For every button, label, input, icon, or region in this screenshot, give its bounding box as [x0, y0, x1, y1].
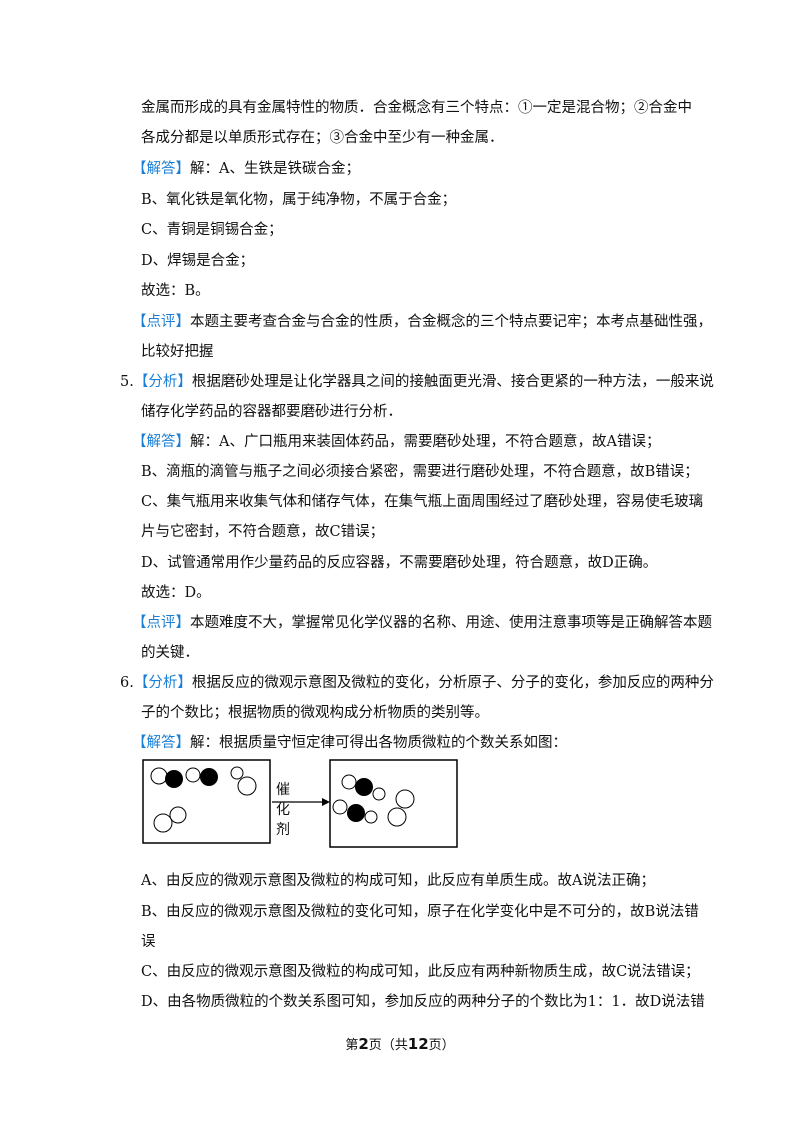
arrow-head: [322, 798, 330, 806]
question-number: 6.: [120, 675, 134, 691]
answer-line: 【解答】解：A、广口瓶用来装固体药品，需要磨砂处理，不符合题意，故A错误；: [132, 434, 661, 450]
atom-white: [230, 766, 244, 780]
answer-tag: 【解答】: [132, 735, 190, 751]
comment-tag: 【点评】: [132, 615, 190, 631]
text-line: 故选：B。: [141, 283, 210, 299]
question-6-analysis: 6.【分析】根据反应的微观示意图及微粒的变化，分析原子、分子的变化，参加反应的两…: [120, 675, 714, 691]
question-5-analysis: 5.【分析】根据磨砂处理是让化学器具之间的接触面更光滑、接合更紧的一种方法，一般…: [120, 374, 714, 390]
text-line: 储存化学药品的容器都要磨砂进行分析．: [141, 404, 402, 420]
atom-white: [150, 767, 168, 785]
question-number: 5.: [120, 374, 134, 390]
atom-white: [185, 767, 201, 783]
atom-white: [341, 774, 357, 790]
text-line: 子的个数比；根据物质的微观构成分析物质的类别等。: [141, 705, 489, 721]
footer-suffix: 页）: [428, 1038, 455, 1053]
text-line: D、焊锡是合金；: [141, 253, 255, 269]
text-line: D、试管通常用作少量药品的反应容器，不需要磨砂处理，符合题意，故D正确。: [141, 555, 658, 571]
text-line: B、由反应的微观示意图及微粒的变化可知，原子在化学变化中是不可分的，故B说法错: [141, 904, 699, 920]
atom-white: [364, 810, 378, 824]
text-line: 各成分都是以单质形式存在；③合金中至少有一种金属．: [141, 130, 504, 146]
atom-black: [355, 778, 373, 796]
text-line: 的关键．: [141, 645, 199, 661]
atom-white: [387, 807, 407, 827]
text-line: C、集气瓶用来收集气体和储存气体，在集气瓶上面周围经过了磨砂处理，容易使毛玻璃: [141, 494, 704, 510]
answer-tag: 【解答】: [132, 434, 190, 450]
comment-line: 【点评】本题主要考查合金与合金的性质，合金概念的三个特点要记牢；本考点基础性强，: [132, 314, 712, 330]
text-line: 金属而形成的具有金属特性的物质．合金概念有三个特点：①一定是混合物；②合金中: [141, 100, 692, 116]
atom-white: [372, 787, 386, 801]
comment-tag: 【点评】: [132, 314, 190, 330]
text-line: 片与它密封，不符合题意，故C错误；: [141, 524, 385, 540]
atom-white: [237, 776, 257, 796]
comment-line: 【点评】本题难度不大，掌握常见化学仪器的名称、用途、使用注意事项等是正确解答本题: [132, 615, 712, 631]
atom-white: [395, 789, 415, 809]
page-number: 2: [358, 1035, 369, 1053]
total-pages: 12: [407, 1035, 429, 1053]
atom-black: [165, 770, 183, 788]
atom-white: [332, 799, 348, 815]
atom-white: [153, 813, 173, 833]
text-line: D、由各物质微粒的个数关系图可知，参加反应的两种分子的个数比为1：1．故D说法错: [141, 994, 705, 1010]
atom-black: [347, 804, 365, 822]
text-line: C、青铜是铜锡合金；: [141, 222, 283, 238]
answer-tag: 【解答】: [132, 161, 190, 177]
products-box: [329, 759, 458, 848]
text-line: 比较好把握: [141, 344, 214, 360]
answer-line: 【解答】解：根据质量守恒定律可得出各物质微粒的个数关系如图：: [132, 735, 567, 751]
footer-mid: 页（共: [368, 1038, 408, 1053]
text-line: B、氧化铁是氧化物，属于纯净物，不属于合金；: [141, 192, 457, 208]
text-line: C、由反应的微观示意图及微粒的构成可知，此反应有两种新物质生成，故C说法错误；: [141, 964, 700, 980]
text-line: B、滴瓶的滴管与瓶子之间必须接合紧密，需要进行磨砂处理，不符合题意，故B错误；: [141, 464, 699, 480]
analysis-tag: 【分析】: [133, 374, 192, 390]
atom-black: [200, 768, 218, 786]
text-line: A、由反应的微观示意图及微粒的构成可知，此反应有单质生成。故A说法正确；: [141, 873, 655, 889]
atom-white: [169, 806, 187, 824]
footer-prefix: 第: [345, 1038, 359, 1053]
text-line: 误: [141, 934, 156, 950]
answer-line: 【解答】解：A、生铁是铁碳合金；: [132, 161, 360, 177]
analysis-tag: 【分析】: [133, 675, 192, 691]
text-line: 故选：D。: [141, 585, 211, 601]
catalyst-label: 催化剂: [276, 782, 290, 838]
page-footer: 第2页（共12页）: [0, 1034, 800, 1053]
